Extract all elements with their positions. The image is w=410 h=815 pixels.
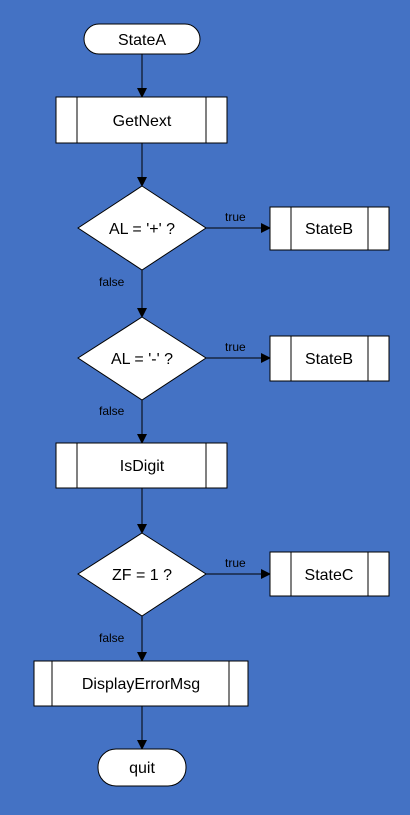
node-state-b-1-label: StateB bbox=[305, 221, 353, 238]
node-state-b-2-label: StateB bbox=[305, 351, 353, 368]
node-display-error: DisplayErrorMsg bbox=[33, 660, 249, 707]
process-shape bbox=[33, 660, 249, 707]
edge-label-zf-false: false bbox=[99, 631, 125, 645]
node-is-digit: IsDigit bbox=[55, 442, 228, 489]
edge-label-minus-false: false bbox=[99, 404, 125, 418]
node-decision-plus: AL = '+' ? bbox=[77, 185, 207, 271]
node-start: StateA bbox=[83, 23, 201, 55]
decision-shape bbox=[77, 316, 207, 401]
decision-shape bbox=[77, 532, 207, 617]
connectors bbox=[137, 54, 271, 750]
node-decision-minus-label: AL = '-' ? bbox=[111, 351, 173, 368]
node-get-next-label: GetNext bbox=[113, 113, 172, 130]
node-decision-plus-label: AL = '+' ? bbox=[109, 221, 175, 238]
process-shape bbox=[269, 206, 390, 251]
edge-label-zf-true: true bbox=[225, 556, 246, 570]
node-decision-zf: ZF = 1 ? bbox=[77, 532, 207, 617]
node-state-c-label: StateC bbox=[305, 567, 354, 584]
node-end-label: quit bbox=[129, 760, 155, 777]
process-shape bbox=[55, 442, 228, 489]
node-end: quit bbox=[97, 748, 187, 787]
node-state-b-2: StateB bbox=[269, 335, 390, 382]
node-start-label: StateA bbox=[118, 32, 166, 49]
process-shape bbox=[55, 96, 228, 144]
edge-label-plus-false: false bbox=[99, 275, 125, 289]
terminator-shape bbox=[97, 748, 187, 787]
terminator-shape bbox=[83, 23, 201, 55]
node-get-next: GetNext bbox=[55, 96, 228, 144]
process-shape bbox=[269, 335, 390, 382]
node-is-digit-label: IsDigit bbox=[120, 458, 165, 475]
node-state-b-1: StateB bbox=[269, 206, 390, 251]
edge-label-minus-true: true bbox=[225, 340, 246, 354]
node-decision-zf-label: ZF = 1 ? bbox=[112, 567, 172, 584]
node-state-c: StateC bbox=[269, 551, 390, 597]
decision-shape bbox=[77, 185, 207, 271]
node-decision-minus: AL = '-' ? bbox=[77, 316, 207, 401]
process-shape bbox=[269, 551, 390, 597]
node-display-error-label: DisplayErrorMsg bbox=[82, 676, 200, 693]
edge-label-plus-true: true bbox=[225, 210, 246, 224]
